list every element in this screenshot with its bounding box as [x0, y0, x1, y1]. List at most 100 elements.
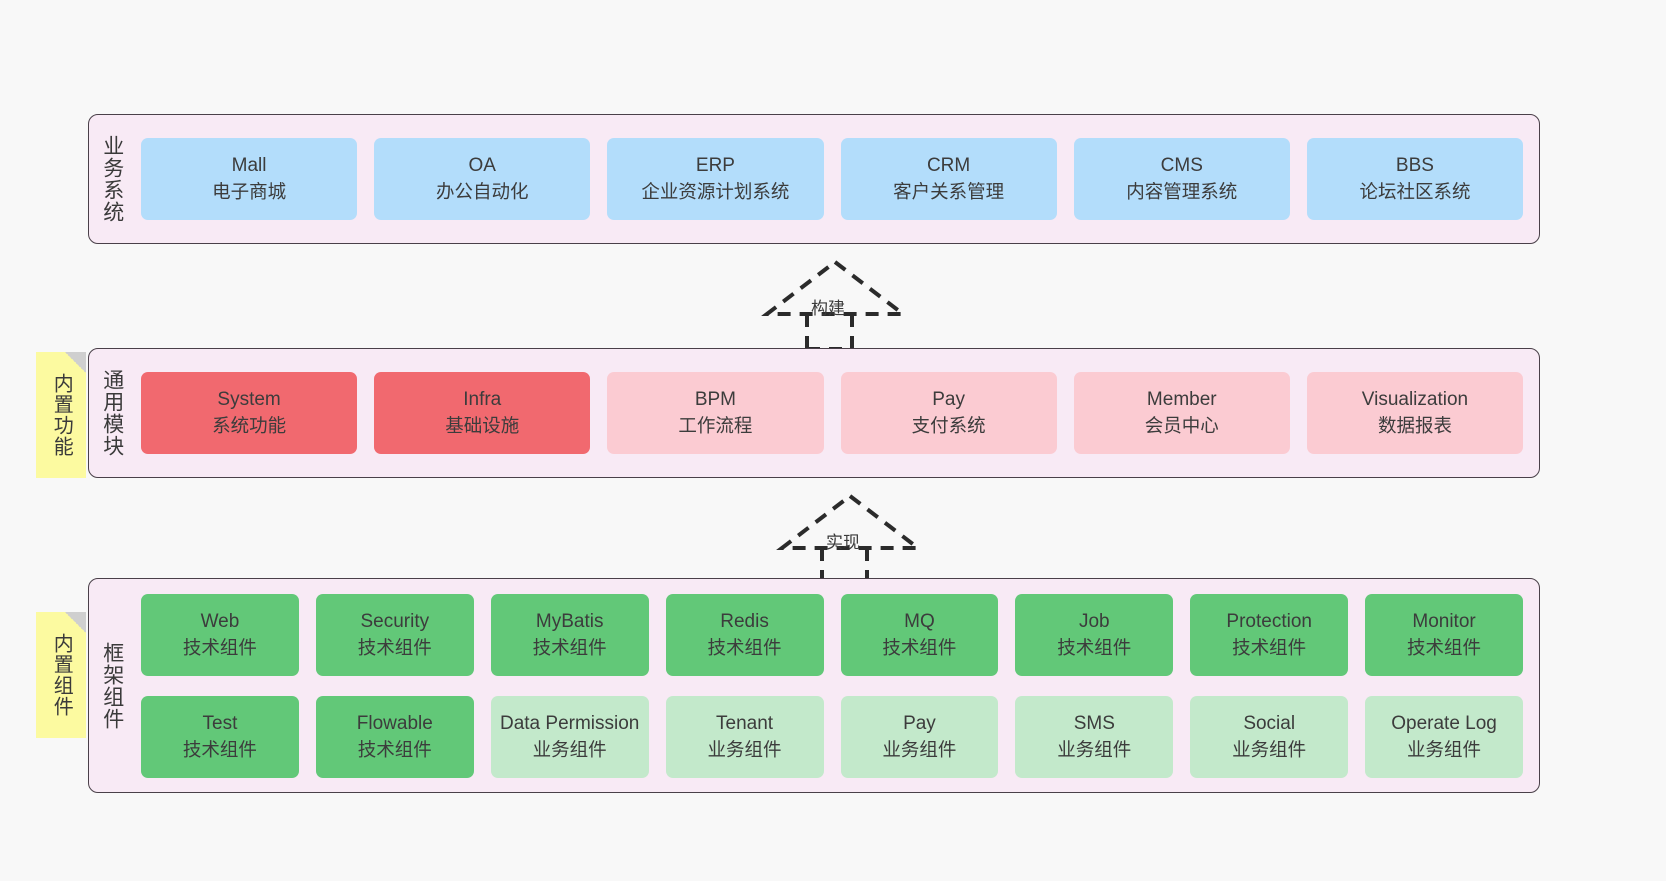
card-title: Member	[1146, 389, 1217, 411]
card-visualization[interactable]: Visualization 数据报表	[1306, 372, 1524, 454]
card-title: Job	[1078, 610, 1110, 632]
card-subtitle: 数据报表	[1377, 415, 1452, 437]
card-subtitle: 客户关系管理	[893, 181, 1005, 203]
card-title: OA	[468, 155, 496, 177]
card-member[interactable]: Member 会员中心	[1073, 372, 1290, 454]
card-title: CMS	[1160, 155, 1203, 177]
card-title: Data Permission	[499, 712, 640, 734]
card-subtitle: 技术组件	[1407, 636, 1482, 658]
card-tenant[interactable]: Tenant 业务组件	[665, 695, 824, 778]
card-subtitle: 电子商城	[212, 181, 287, 203]
card-redis[interactable]: Redis 技术组件	[665, 593, 824, 676]
card-cms[interactable]: CMS 内容管理系统	[1073, 138, 1290, 220]
card-subtitle: 基础设施	[445, 415, 520, 437]
card-title: MQ	[904, 610, 935, 632]
note-builtin-components: 内置组件	[36, 612, 86, 738]
note-label: 内置功能	[50, 373, 73, 457]
card-title: Monitor	[1412, 610, 1476, 632]
card-mybatis[interactable]: MyBatis 技术组件	[490, 593, 649, 676]
card-title: Mall	[231, 155, 267, 177]
card-oa[interactable]: OA 办公自动化	[374, 138, 591, 220]
card-protection[interactable]: Protection 技术组件	[1190, 593, 1349, 676]
card-title: Redis	[720, 610, 769, 632]
card-system[interactable]: System 系统功能	[141, 372, 358, 454]
card-test[interactable]: Test 技术组件	[141, 695, 299, 778]
layer-title-framework-components: 框架组件	[100, 641, 124, 730]
card-subtitle: 技术组件	[182, 738, 257, 760]
card-subtitle: 工作流程	[678, 415, 753, 437]
card-title: Infra	[463, 389, 502, 411]
note-fold-corner-icon	[65, 352, 86, 373]
card-subtitle: 技术组件	[1232, 636, 1307, 658]
card-subtitle: 业务组件	[532, 738, 607, 760]
card-subtitle: 业务组件	[1057, 738, 1132, 760]
card-security[interactable]: Security 技术组件	[315, 593, 474, 676]
card-subtitle: 系统功能	[212, 415, 287, 437]
card-erp[interactable]: ERP 企业资源计划系统	[607, 138, 824, 220]
card-title: Web	[200, 610, 240, 632]
connector-build-label: 构建	[811, 299, 845, 318]
card-title: ERP	[695, 155, 735, 177]
layer-title-common-modules: 通用模块	[100, 369, 124, 457]
card-monitor[interactable]: Monitor 技术组件	[1365, 593, 1523, 676]
layer-business-systems: 业务系统 Mall 电子商城 OA 办公自动化 ERP 企业资源计划系统 CRM…	[88, 114, 1540, 244]
card-social[interactable]: Social 业务组件	[1190, 695, 1349, 778]
card-web[interactable]: Web 技术组件	[141, 593, 299, 676]
card-title: BPM	[694, 389, 737, 411]
layer-common-modules: 通用模块 System 系统功能 Infra 基础设施 BPM 工作流程 Pay…	[88, 348, 1540, 478]
card-title: Social	[1243, 712, 1296, 734]
card-title: SMS	[1073, 712, 1115, 734]
card-subtitle: 业务组件	[1407, 738, 1482, 760]
card-subtitle: 业务组件	[1232, 738, 1307, 760]
card-subtitle: 支付系统	[911, 415, 986, 437]
card-flowable[interactable]: Flowable 技术组件	[315, 695, 474, 778]
card-title: Pay	[903, 712, 936, 734]
card-data-permission[interactable]: Data Permission 业务组件	[490, 695, 649, 778]
card-sms[interactable]: SMS 业务组件	[1015, 695, 1174, 778]
card-crm[interactable]: CRM 客户关系管理	[840, 138, 1057, 220]
card-subtitle: 业务组件	[707, 738, 782, 760]
card-subtitle: 技术组件	[357, 636, 432, 658]
card-subtitle: 论坛社区系统	[1359, 181, 1471, 203]
card-subtitle: 业务组件	[882, 738, 957, 760]
layer-body-common-modules: System 系统功能 Infra 基础设施 BPM 工作流程 Pay 支付系统…	[135, 349, 1539, 477]
card-title: Security	[360, 610, 430, 632]
card-title: Operate Log	[1391, 712, 1497, 734]
card-title: MyBatis	[535, 610, 604, 632]
connector-implement-label: 实现	[826, 533, 860, 552]
card-subtitle: 会员中心	[1144, 415, 1219, 437]
card-subtitle: 内容管理系统	[1126, 181, 1238, 203]
card-pay-component[interactable]: Pay 业务组件	[840, 695, 999, 778]
card-job[interactable]: Job 技术组件	[1015, 593, 1174, 676]
card-bpm[interactable]: BPM 工作流程	[607, 372, 824, 454]
note-fold-corner-icon	[65, 612, 86, 633]
card-mall[interactable]: Mall 电子商城	[141, 138, 358, 220]
card-title: BBS	[1395, 155, 1434, 177]
layer-title-business-systems: 业务系统	[100, 135, 124, 223]
row-business-systems: Mall 电子商城 OA 办公自动化 ERP 企业资源计划系统 CRM 客户关系…	[141, 138, 1524, 220]
card-subtitle: 技术组件	[1057, 636, 1132, 658]
card-pay-module[interactable]: Pay 支付系统	[840, 372, 1057, 454]
card-title: Tenant	[716, 712, 774, 734]
card-subtitle: 办公自动化	[436, 181, 529, 203]
card-title: Pay	[932, 389, 965, 411]
card-title: Flowable	[356, 712, 433, 734]
note-label: 内置组件	[50, 633, 73, 717]
layer-framework-components: 框架组件 Web 技术组件 Security 技术组件 MyBatis 技术组件…	[88, 578, 1540, 793]
card-title: Protection	[1226, 610, 1312, 632]
row-common-modules: System 系统功能 Infra 基础设施 BPM 工作流程 Pay 支付系统…	[141, 372, 1524, 454]
card-infra[interactable]: Infra 基础设施	[374, 372, 591, 454]
layer-body-framework-components: Web 技术组件 Security 技术组件 MyBatis 技术组件 Redi…	[135, 579, 1539, 792]
row-technical-components: Web 技术组件 Security 技术组件 MyBatis 技术组件 Redi…	[141, 593, 1523, 676]
note-builtin-features: 内置功能	[36, 352, 86, 478]
card-operate-log[interactable]: Operate Log 业务组件	[1365, 695, 1523, 778]
card-title: Visualization	[1361, 389, 1469, 411]
card-subtitle: 技术组件	[882, 636, 957, 658]
card-title: Test	[202, 712, 238, 734]
card-mq[interactable]: MQ 技术组件	[840, 593, 999, 676]
card-bbs[interactable]: BBS 论坛社区系统	[1306, 138, 1524, 220]
card-title: CRM	[926, 155, 971, 177]
card-title: System	[217, 389, 281, 411]
card-subtitle: 企业资源计划系统	[641, 181, 790, 203]
